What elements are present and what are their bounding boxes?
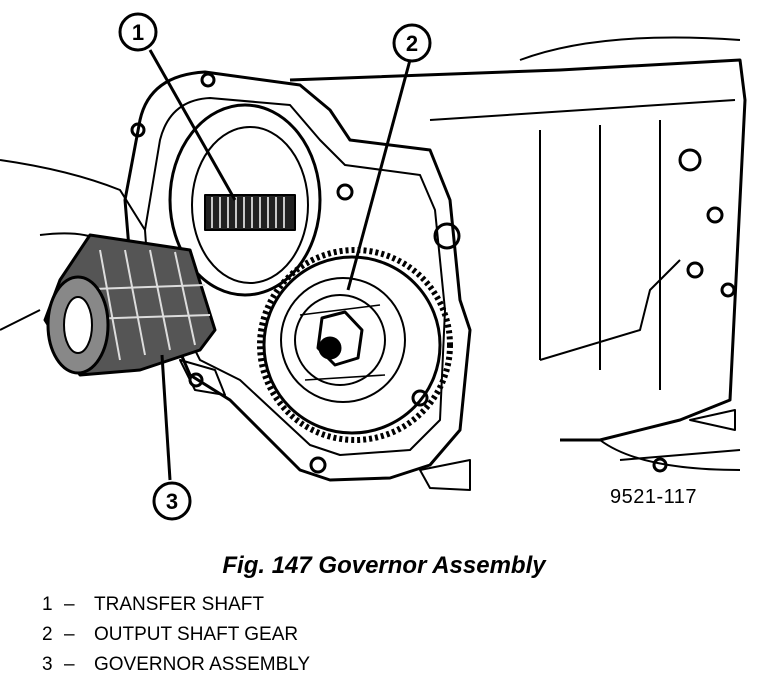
adapter-housing (123, 70, 472, 482)
governor-assembly (0, 159, 217, 377)
legend-item-label: GOVERNOR ASSEMBLY (94, 654, 311, 675)
legend-item-label: TRANSFER SHAFT (94, 594, 264, 615)
legend-item-dash: – (64, 624, 75, 645)
legend-item-dash: – (64, 654, 75, 675)
callout-2-leader (346, 59, 412, 291)
legend-item-number: 3 (42, 654, 53, 675)
callout-3-leader (160, 354, 172, 481)
legend-item: 3–GOVERNOR ASSEMBLY (42, 654, 310, 684)
output-shaft-gear (257, 247, 453, 443)
legend-item: 2–OUTPUT SHAFT GEAR (42, 624, 310, 654)
figure-caption: Fig. 147 Governor Assembly (222, 552, 546, 579)
illustration-part-number: 9521-117 (610, 486, 698, 508)
transfer-shaft (204, 194, 296, 231)
callout-1-number: 1 (132, 20, 144, 45)
legend-item-dash: – (64, 594, 75, 615)
transfer-shaft-bore (168, 103, 322, 297)
legend-item: 1–TRANSFER SHAFT (42, 594, 310, 624)
callout-1-leader (148, 49, 237, 201)
callout-3-number: 3 (166, 489, 178, 514)
callout-2: 2 (392, 23, 432, 63)
governor-assembly-illustration: 1 2 3 (0, 12, 747, 521)
callout-2-number: 2 (406, 31, 418, 56)
callout-3: 3 (152, 481, 192, 521)
parts-legend: 1–TRANSFER SHAFT 2–OUTPUT SHAFT GEAR 3–G… (42, 594, 310, 684)
transmission-case (289, 36, 747, 491)
callout-1: 1 (118, 12, 158, 52)
legend-item-label: OUTPUT SHAFT GEAR (94, 624, 299, 645)
legend-item-number: 2 (42, 624, 53, 645)
legend-item-number: 1 (42, 594, 53, 615)
